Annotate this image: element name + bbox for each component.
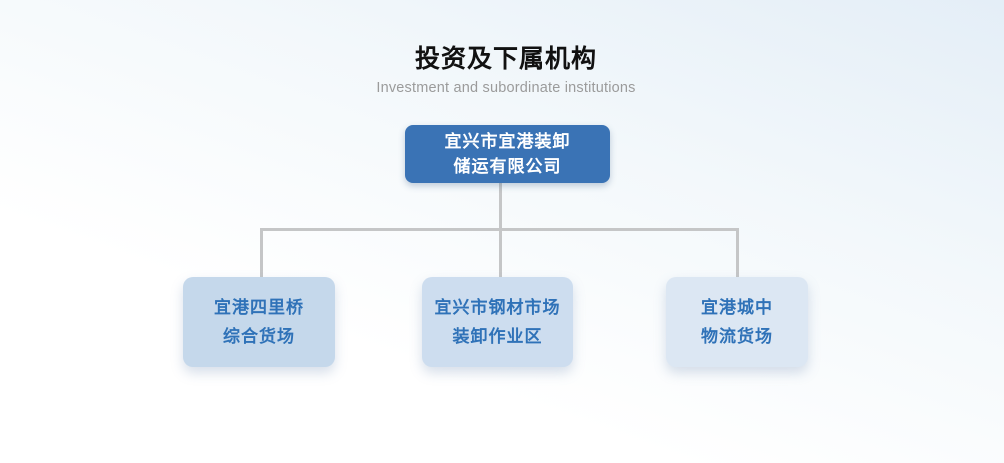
org-node-child-1: 宜港四里桥 综合货场 bbox=[183, 277, 335, 367]
org-node-child-1-line2: 综合货场 bbox=[223, 327, 295, 346]
org-node-child-1-line1: 宜港四里桥 bbox=[214, 298, 304, 317]
org-node-root: 宜兴市宜港装卸 储运有限公司 bbox=[405, 125, 610, 183]
org-node-child-2: 宜兴市钢材市场 装卸作业区 bbox=[422, 277, 573, 367]
org-node-child-2-line2: 装卸作业区 bbox=[452, 327, 543, 346]
connector-drop-middle bbox=[499, 230, 502, 278]
org-node-root-line2: 储运有限公司 bbox=[453, 157, 562, 176]
page-subtitle: Investment and subordinate institutions bbox=[376, 80, 636, 96]
org-node-child-2-line1: 宜兴市钢材市场 bbox=[434, 298, 561, 317]
page-title: 投资及下属机构 bbox=[414, 45, 597, 73]
connector-drop-right bbox=[736, 230, 739, 278]
org-node-child-3-line2: 物流货场 bbox=[701, 327, 773, 346]
connector-horizontal bbox=[260, 228, 739, 231]
org-node-child-3-line1: 宜港城中 bbox=[701, 298, 773, 317]
connector-drop-left bbox=[260, 230, 263, 278]
connector-root-drop bbox=[499, 183, 502, 230]
page-header: 投资及下属机构 Investment and subordinate insti… bbox=[256, 44, 756, 97]
org-node-root-line1: 宜兴市宜港装卸 bbox=[444, 132, 571, 151]
org-node-child-3: 宜港城中 物流货场 bbox=[666, 277, 808, 367]
